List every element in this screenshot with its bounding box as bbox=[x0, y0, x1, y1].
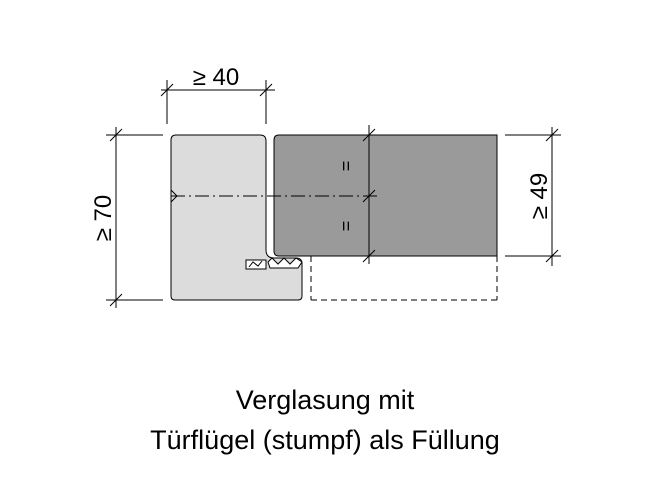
caption-line-2: Türflügel (stumpf) als Füllung bbox=[150, 425, 500, 455]
caption-line-1: Verglasung mit bbox=[235, 385, 415, 415]
frame-width-dimension bbox=[160, 80, 275, 124]
frame-height-dimension bbox=[106, 127, 163, 308]
equal-mark-lower: = bbox=[336, 221, 356, 232]
equal-mark-upper: = bbox=[336, 161, 356, 172]
glazing-seal-detail bbox=[245, 257, 303, 270]
dashed-outline bbox=[310, 256, 498, 301]
panel-thickness-dimension bbox=[505, 127, 561, 266]
panel-thickness-label: ≥ 49 bbox=[526, 173, 553, 220]
equal-split-dimension bbox=[362, 125, 376, 264]
center-line-arrow bbox=[170, 189, 178, 203]
door-panel bbox=[273, 134, 498, 257]
frame-profile bbox=[170, 134, 303, 301]
frame-width-label: ≥ 40 bbox=[193, 64, 240, 91]
frame-height-label: ≥ 70 bbox=[90, 195, 117, 242]
